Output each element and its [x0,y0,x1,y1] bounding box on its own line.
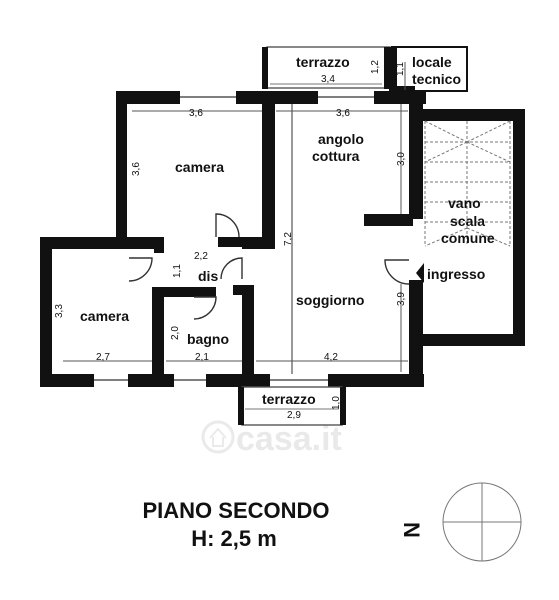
dim-camera-upper-height: 3,6 [131,162,142,176]
watermark-house-icon [209,427,227,447]
plan-title-main: PIANO SECONDO [142,498,329,523]
door-bagno [193,296,217,320]
dim-bagno-height: 2,0 [170,326,181,340]
door-soggiorno [220,257,243,280]
dim-angolo-cottura-height: 3,0 [396,152,407,166]
plan-title-height: H: 2,5 m [191,526,277,551]
wall-bagno-top-right [233,285,254,295]
dim-camera-upper-width: 3,6 [189,108,203,119]
room-vano-scala-line1: vano [448,195,481,211]
room-terrazzo-bottom: terrazzo [262,391,316,407]
watermark-text: casa.it [236,420,342,458]
stair-diagonal-5 [424,227,468,247]
room-labels: terrazzo locale tecnico camera angolo co… [80,54,495,407]
wall-dis-top [218,237,262,247]
dim-dis-height: 1,1 [172,264,183,278]
dim-ingresso-height: 3,9 [396,292,407,306]
watermark-logo-icon [201,420,235,454]
dim-bagno-width: 2,1 [195,352,209,363]
wall-stair-top [409,109,525,121]
locale-tecnico-bottom-wall [392,86,415,94]
terrazzo-top-right-railing [384,47,390,89]
room-angolo-cottura-line1: angolo [318,131,364,147]
stair-diagonal-1 [424,120,468,143]
room-soggiorno: soggiorno [296,292,364,308]
dim-soggiorno-height: 7,2 [283,232,294,246]
wall-lower-left-side [40,237,52,387]
door-ingresso [384,259,410,285]
wall-stair-bottom [420,334,525,346]
doors [128,213,424,320]
stair-diagonal-3 [424,141,468,163]
dim-angolo-cottura-width: 3,6 [336,108,350,119]
stair-diagonal-4 [466,141,511,163]
wall-upper-left [116,91,127,243]
locale-tecnico-left-wall [389,47,397,95]
stair-diagonal-6 [466,227,511,247]
wall-kitchen-stub [364,214,413,226]
locale-tecnico [389,46,468,95]
dim-locale-tecnico-width: 1,1 [395,62,406,76]
room-camera-lower: camera [80,308,129,324]
wall-bagno-right [242,285,254,387]
wall-right-upper [409,91,423,219]
compass: N [399,482,522,562]
dim-soggiorno-width: 4,2 [324,352,338,363]
room-angolo-cottura-line2: cottura [312,148,360,164]
terrazzo-bottom-right-railing [340,387,346,425]
wall-bagno-top [152,287,216,297]
room-locale-tecnico-line1: locale [412,54,452,70]
door-camera-lower [128,257,153,282]
ingresso-arrow-icon [416,263,424,283]
room-terrazzo-top: terrazzo [296,54,350,70]
wall-dis-left-stub [154,237,164,253]
wall-dis-right-top [242,237,275,249]
north-symbol: N [399,522,424,538]
wall-stair-right [513,109,525,346]
dim-camera-lower-width: 2,7 [96,352,110,363]
room-ingresso: ingresso [427,266,485,282]
wall-lower-left-top [40,237,160,249]
interior-lines [63,104,408,374]
room-vano-scala-line3: comune [441,230,495,246]
door-dis-top [215,213,240,238]
terrazzo-bottom [238,386,346,426]
room-locale-tecnico-line2: tecnico [412,71,461,87]
room-bagno: bagno [187,331,229,347]
dim-terrazzo-bottom-width: 2,9 [287,410,301,421]
stairs [424,120,511,247]
wall-right-lower [409,280,423,386]
stair-diagonal-2 [466,120,511,143]
room-dis: dis [198,268,218,284]
watermark: casa.it [201,420,342,458]
dim-dis-width: 2,2 [194,251,208,262]
terrazzo-top-left-railing [262,47,268,89]
dim-camera-lower-height: 3,3 [54,304,65,318]
terrazzo-bottom-left-railing [238,387,244,425]
wall-camera-bagno [152,287,164,387]
dim-terrazzo-top-height: 1,2 [370,60,381,74]
windows [94,91,374,387]
dimension-labels: 3,4 1,2 1,1 3,6 3,6 3,6 3,0 2,2 1,1 7,2 … [54,60,407,421]
wall-camera-kitchen [262,91,275,243]
dim-terrazzo-top-width: 3,4 [321,74,335,85]
plan-title: PIANO SECONDO H: 2,5 m [142,498,329,551]
dim-terrazzo-bottom-height: 1,0 [331,396,342,410]
room-vano-scala-line2: scala [450,213,485,229]
room-camera-upper: camera [175,159,224,175]
